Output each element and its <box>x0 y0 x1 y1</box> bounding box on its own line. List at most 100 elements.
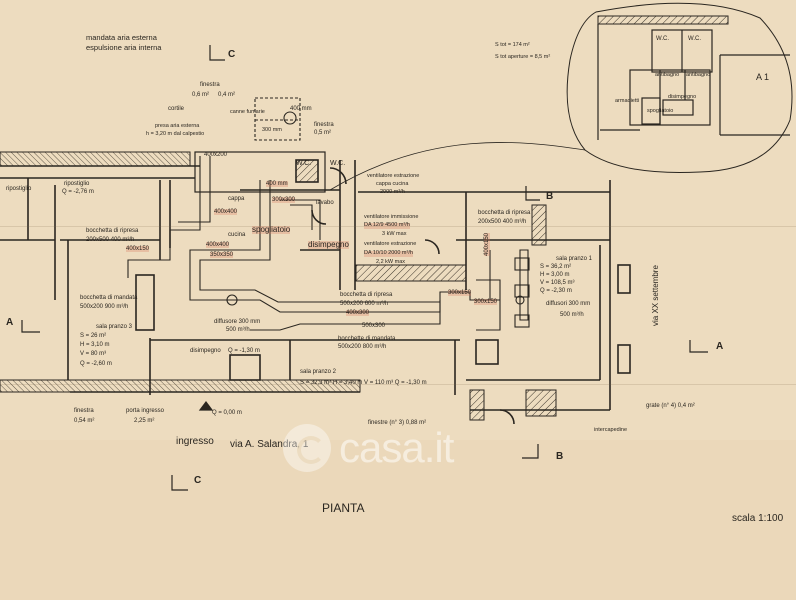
label-wc-b: W.C. <box>330 160 346 167</box>
label-spogliatoio: spogliatoio <box>252 225 291 234</box>
watermark-text: casa.it <box>339 424 454 471</box>
label-finestra-right: finestra <box>314 122 334 128</box>
label-duct-300-top: 300 mm <box>262 127 282 133</box>
label-finestre: finestre (n° 3) 0,88 m² <box>368 420 427 426</box>
section-a-right: A <box>716 341 724 352</box>
label-canne: canne fumarie <box>230 109 265 115</box>
duct-label-400x150: 400x150 <box>126 246 150 252</box>
label-duct-400-top: 400 mm <box>290 106 312 112</box>
fan-immissione-line2: DA 12/9 4500 m³/h <box>364 222 410 229</box>
label-wc-a: W.C. <box>296 160 312 167</box>
label-sp1-h: H = 3,00 m <box>540 272 570 278</box>
a1-antibagno-1: antibagno <box>655 72 679 78</box>
label-q-zero: Q = 0,00 m <box>212 410 242 416</box>
fan-estrazione-line3: 2,2 kW max <box>376 259 406 265</box>
label-cortile-intake-h: h = 3,20 m dal calpestio <box>146 131 205 137</box>
scale-label: scala 1:100 <box>732 513 784 524</box>
a1-disimpegno: disimpegno <box>668 94 696 100</box>
fan-immissione-line3: 3 kW max <box>382 231 407 237</box>
label-ripostiglio-2: ripostiglio <box>64 181 90 187</box>
label-ripostiglio-1: ripostiglio <box>6 186 32 192</box>
label-bocchetta-mandata-left-spec: 500x200 900 m³/h <box>80 304 129 310</box>
duct-label-300x150-b: 300x150 <box>474 299 498 305</box>
label-sp1-q: Q = -2,30 m <box>540 288 572 294</box>
label-diffusore-300: diffusore 300 mm <box>214 319 261 325</box>
label-bocchetta-mandata-mid-spec: 500x200 800 m³/h <box>338 344 387 350</box>
label-sp1-s: S = 36,2 m² <box>540 264 572 270</box>
section-b-bottom: B <box>556 451 564 462</box>
label-sala-pranzo-2: sala pranzo 2 <box>300 369 337 375</box>
duct-label-400x300: 400x300 <box>346 310 370 316</box>
section-c-top: C <box>228 49 236 60</box>
duct-label-500x300: 500x300 <box>362 323 386 329</box>
fan-estrazione-line2: DA 10/10 2000 m³/h <box>364 250 413 257</box>
label-finestra-top: finestra <box>200 82 220 88</box>
label-finestra-left-area: 0,54 m² <box>74 418 95 424</box>
label-finestra-top-a: 0,6 m² <box>192 92 210 98</box>
duct-network <box>127 97 530 331</box>
duct-label-400mm: 400 mm <box>266 181 288 187</box>
label-sp3-s: S = 26 m² <box>80 333 107 339</box>
duct-label-400x200: 400x200 <box>204 152 228 158</box>
a1-s-tot: S tot = 174 m² <box>495 42 530 48</box>
section-a-left: A <box>6 317 14 328</box>
a1-s-openings: S tot aperture = 8,5 m² <box>495 54 550 60</box>
label-finestra-top-b: 0,4 m² <box>218 92 236 98</box>
duct-label-300x150-a: 300x150 <box>448 290 472 296</box>
label-address: via A. Salandra, 1 <box>230 439 309 450</box>
label-finestra-left: finestra <box>74 408 94 414</box>
a1-spogliatoio: spogliatoio <box>647 108 673 114</box>
duct-label-300x300: 300x300 <box>272 197 296 203</box>
label-bocchetta-ripresa-left-spec: 200x500 400 m³/h <box>86 237 135 243</box>
label-bocchetta-mandata-left: bocchetta di mandata <box>80 295 138 301</box>
fan-cappa-line3: 2000 m³/h <box>380 189 405 195</box>
label-via-xx-settembre: via XX settembre <box>651 265 660 326</box>
label-bocchetta-ripresa-mid-spec: 500x200 600 m³/h <box>340 301 389 307</box>
label-finestra-right-area: 0,5 m² <box>314 130 332 136</box>
section-markers <box>21 45 708 491</box>
label-cortile-intake: presa aria esterna <box>155 123 200 129</box>
watermark: casa.it <box>283 424 454 472</box>
label-cappa: cappa <box>228 196 245 202</box>
label-bocchetta-mandata-mid: bocchette di mandata <box>338 336 396 342</box>
label-sp3-q: Q = -2,60 m <box>80 361 112 367</box>
label-sp2-values: S = 32,3 m² H = 3,40 m V = 110 m³ Q = -1… <box>300 380 427 386</box>
duct-label-400x150-b: 400x150 <box>484 232 490 256</box>
label-grate: grate (n° 4) 0,4 m² <box>646 403 695 409</box>
fan-estrazione-line1: ventilatore estrazione <box>364 241 417 247</box>
label-bocchetta-ripresa-mid: bocchetta di ripresa <box>340 292 393 298</box>
plan-walls <box>0 151 631 425</box>
duct-label-350x350: 350x350 <box>210 252 234 258</box>
label-sala-pranzo-1: sala pranzo 1 <box>556 256 593 262</box>
section-label-a1: A 1 <box>756 72 769 82</box>
label-disimpegno-low: disimpegno <box>190 348 221 354</box>
label-sp1-v: V = 108,5 m³ <box>540 280 575 286</box>
label-ripostiglio-2-q: Q = -2,76 m <box>62 189 94 195</box>
fan-cappa-line1: ventilatore estrazione <box>367 173 420 179</box>
label-cortile: cortile <box>168 106 185 112</box>
section-b-top: B <box>546 191 554 202</box>
duct-label-400x400-b: 400x400 <box>206 242 230 248</box>
label-bocchetta-ripresa-right: bocchetta di ripresa <box>478 210 531 216</box>
legend-exhaust: espulsione aria interna <box>86 43 162 52</box>
label-diffusori-flow: 500 m³/h <box>560 312 584 318</box>
label-sala-pranzo-3: sala pranzo 3 <box>96 324 133 330</box>
label-cucina: cucina <box>228 232 246 238</box>
label-intercapedine: intercapedine <box>594 427 628 433</box>
label-bocchetta-ripresa-left: bocchetta di ripresa <box>86 228 139 234</box>
a1-armadietti: armadietti <box>615 98 639 104</box>
a1-wc-2: W.C. <box>688 36 701 42</box>
plan-title: PIANTA <box>322 501 365 515</box>
label-diffusore-300-flow: 500 m³/h <box>226 327 250 333</box>
label-porta-ingresso-area: 2,25 m² <box>134 418 155 424</box>
label-disimpegno-low-q: Q = -1,30 m <box>228 348 260 354</box>
legend-supply: mandata aria esterna <box>86 33 157 42</box>
label-sp3-h: H = 3,10 m <box>80 342 110 348</box>
section-c-bottom: C <box>194 475 202 486</box>
label-lavabo: lavabo <box>316 200 334 206</box>
a1-antibagno-2: antibagno <box>686 72 710 78</box>
fan-immissione-line1: ventilatore immissione <box>364 214 419 220</box>
label-bocchetta-ripresa-right-spec: 200x500 400 m³/h <box>478 219 527 225</box>
casa-logo-icon <box>283 424 331 472</box>
